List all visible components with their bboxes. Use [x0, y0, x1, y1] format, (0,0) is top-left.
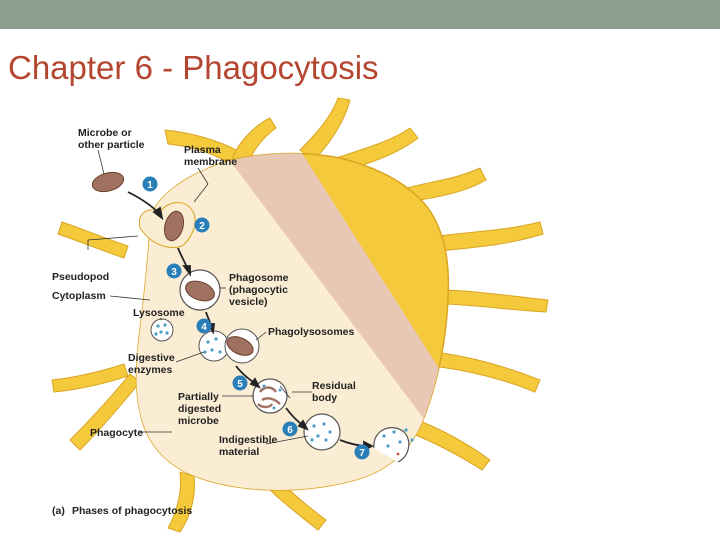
step-5-marker: 5 [232, 375, 248, 391]
leader-lines [87, 149, 312, 445]
step-7-marker: 7 [354, 444, 370, 460]
cytoplasm-cutaway [136, 153, 440, 490]
step-3-marker: 3 [166, 263, 182, 279]
step-2-marker: 2 [194, 217, 210, 233]
label-microbe: Microbe or other particle [78, 127, 145, 151]
label-digestive-enzymes: Digestive enzymes [128, 352, 178, 376]
step-markers: 1 2 3 4 5 6 7 [142, 176, 370, 460]
diagram-labels: Microbe or other particle Plasma membran… [52, 127, 359, 517]
residual-body [303, 413, 341, 451]
microbe [91, 171, 125, 193]
label-partially-digested: Partially digested microbe [178, 391, 224, 427]
label-phagocyte: Phagocyte [90, 427, 143, 439]
label-residual-body: Residual body [312, 380, 359, 404]
svg-text:5: 5 [237, 379, 243, 390]
label-plasma-membrane: Plasma membrane [184, 144, 237, 168]
label-cytoplasm: Cytoplasm [52, 290, 106, 302]
svg-text:1: 1 [147, 180, 153, 191]
svg-text:4: 4 [201, 322, 207, 333]
label-indigestible: Indigestible material [219, 434, 280, 458]
label-phagolysosomes: Phagolysosomes [268, 326, 355, 338]
label-lysosome: Lysosome [133, 307, 185, 319]
phagolysosome [198, 328, 260, 364]
diagram-caption: (a) Phases of phagocytosis [52, 505, 192, 517]
step-6-marker: 6 [282, 421, 298, 437]
engulfed-microbe [163, 210, 185, 242]
top-bar [0, 0, 720, 29]
svg-text:2: 2 [199, 221, 205, 232]
process-arrows [127, 191, 375, 452]
svg-text:6: 6 [287, 425, 293, 436]
step-1-marker: 1 [142, 176, 158, 192]
lysosome [150, 318, 174, 342]
svg-text:3: 3 [171, 267, 177, 278]
exocytosed-material [373, 427, 414, 463]
phagosome [179, 269, 221, 311]
step-4-marker: 4 [196, 318, 212, 334]
slide-title: Chapter 6 - Phagocytosis [8, 49, 379, 86]
label-pseudopod: Pseudopod [52, 271, 109, 283]
svg-text:7: 7 [359, 448, 365, 459]
label-phagosome: Phagosome (phagocytic vesicle) [229, 272, 291, 308]
